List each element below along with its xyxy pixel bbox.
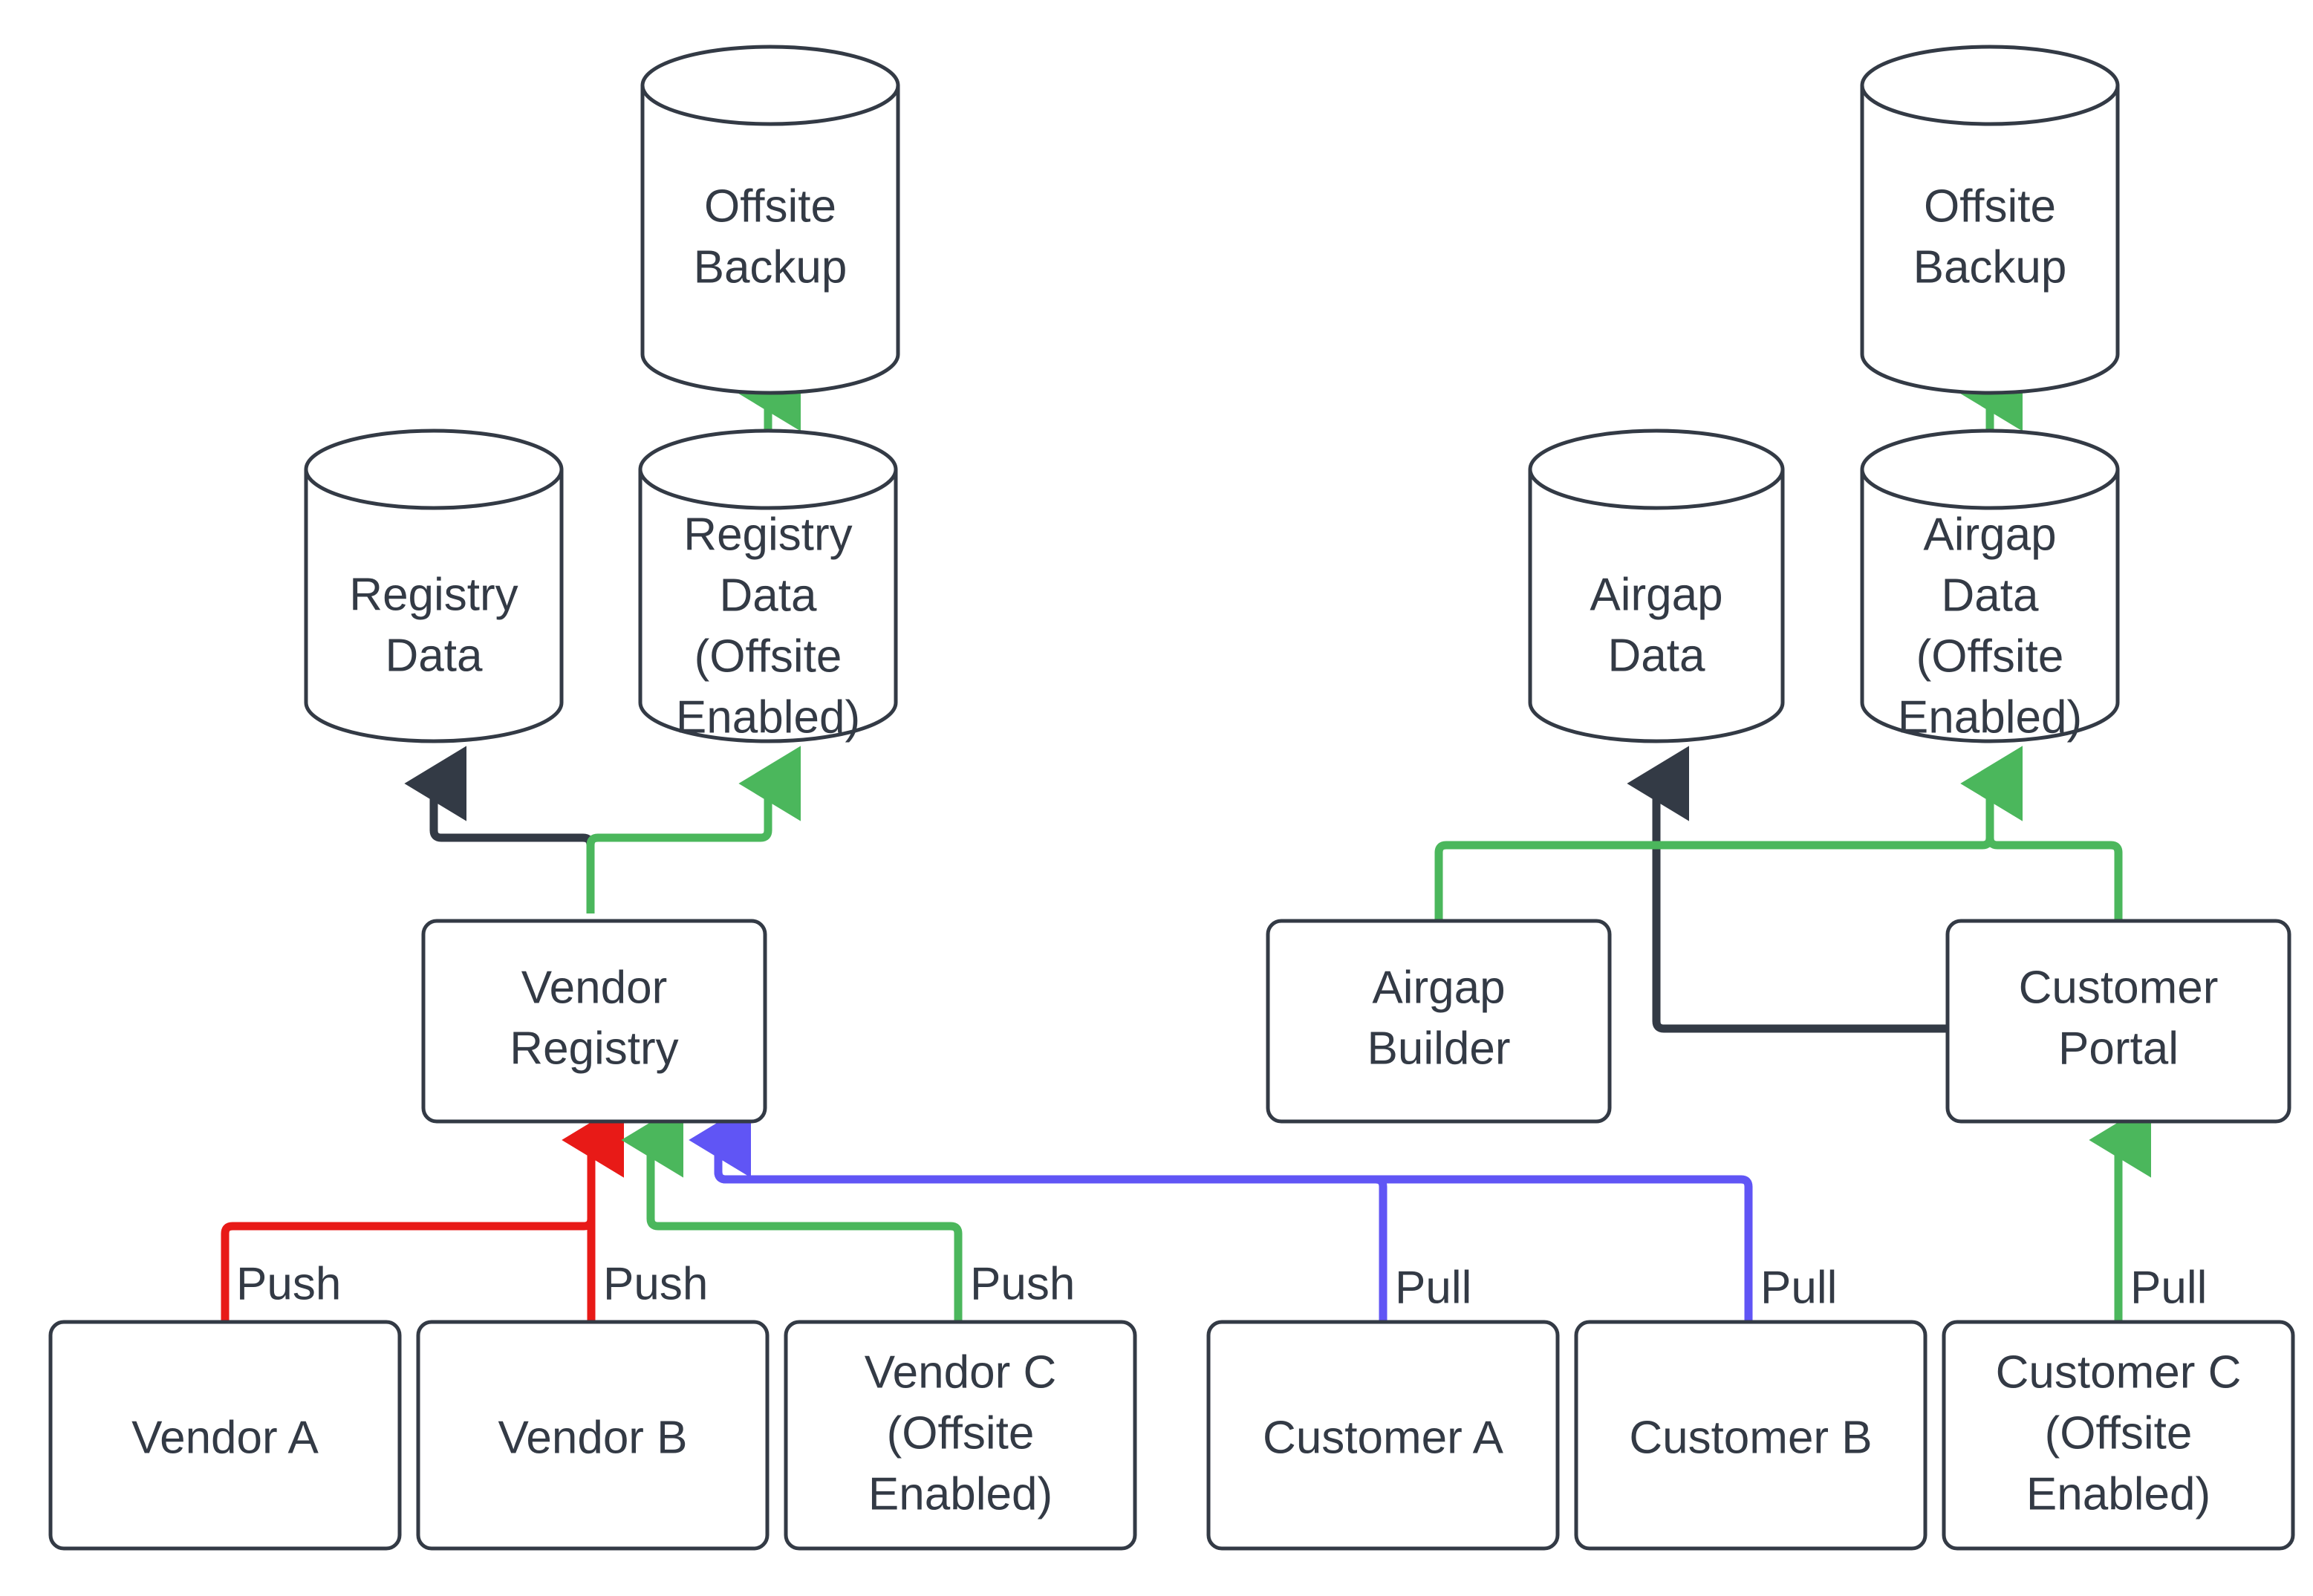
airgap-builder-line2: Builder: [1367, 1023, 1511, 1074]
customer-a-label: Customer A: [1263, 1412, 1504, 1463]
edge-label-vendor-c-push: Push: [970, 1258, 1075, 1309]
airgap-data-offsite-line2: Data: [1942, 570, 2039, 621]
registry-data-line2: Data: [386, 630, 483, 681]
vendor-c-line1: Vendor C: [865, 1346, 1057, 1398]
airgap-data-offsite-line3: (Offsite: [1916, 631, 2064, 682]
airgap-data-offsite-line4: Enabled): [1898, 691, 2082, 743]
edge-label-vendor-a-push: Push: [236, 1258, 341, 1309]
node-registry-data-offsite[interactable]: Registry Data (Offsite Enabled): [638, 429, 898, 743]
vendor-a-label: Vendor A: [131, 1412, 319, 1463]
vendor-c-line3: Enabled): [868, 1468, 1053, 1520]
edge-customer-b-pull: [689, 1102, 1753, 1322]
customer-portal-line2: Portal: [2058, 1023, 2179, 1074]
node-airgap-data[interactable]: Airgap Data: [1528, 429, 1785, 743]
registry-data-line1: Registry: [349, 569, 518, 620]
vendor-b-label: Vendor B: [498, 1412, 687, 1463]
airgap-data-line1: Airgap: [1590, 569, 1722, 620]
node-vendor-registry[interactable]: Vendor Registry: [421, 919, 767, 1124]
node-airgap-data-offsite[interactable]: Airgap Data (Offsite Enabled): [1860, 429, 2120, 743]
edge-customer-portal-to-airgap-data: [1627, 746, 1946, 1033]
registry-data-offsite-line2: Data: [720, 570, 817, 621]
offsite-backup-left-line1: Offsite: [704, 180, 836, 232]
node-vendor-a[interactable]: Vendor A: [48, 1320, 402, 1551]
vendor-registry-line2: Registry: [510, 1023, 678, 1074]
offsite-backup-left-line2: Backup: [694, 241, 848, 293]
node-vendor-b[interactable]: Vendor B: [416, 1320, 770, 1551]
node-customer-c[interactable]: Customer C (Offsite Enabled): [1942, 1320, 2295, 1551]
registry-data-offsite-line4: Enabled): [676, 691, 860, 743]
vendor-registry-line1: Vendor: [521, 962, 668, 1013]
registry-data-offsite-line3: (Offsite: [694, 631, 842, 682]
edge-customer-portal-to-airgap-data-offsite: [1960, 746, 2123, 921]
offsite-backup-right-line1: Offsite: [1924, 180, 2056, 232]
node-customer-a[interactable]: Customer A: [1206, 1320, 1560, 1551]
customer-c-line3: Enabled): [2026, 1468, 2210, 1520]
node-offsite-backup-left[interactable]: Offsite Backup: [640, 45, 900, 395]
edge-label-vendor-b-push: Push: [603, 1258, 708, 1309]
node-customer-b[interactable]: Customer B: [1574, 1320, 1928, 1551]
customer-c-line2: (Offsite: [2045, 1407, 2193, 1459]
registry-data-offsite-line1: Registry: [683, 509, 852, 560]
edge-vendor-registry-to-registry-data: [404, 746, 595, 913]
customer-b-label: Customer B: [1629, 1412, 1872, 1463]
edge-vendor-c-push: [621, 1102, 963, 1322]
airgap-builder-line1: Airgap: [1372, 962, 1505, 1013]
airgap-data-offsite-line1: Airgap: [1923, 509, 2056, 560]
edge-label-customer-a-pull: Pull: [1395, 1262, 1471, 1313]
edge-airgap-builder-to-airgap-data-offsite: [1434, 746, 2023, 921]
customer-c-line1: Customer C: [1996, 1346, 2242, 1398]
offsite-backup-right-line2: Backup: [1913, 241, 2067, 293]
node-offsite-backup-right[interactable]: Offsite Backup: [1860, 45, 2120, 395]
edge-label-customer-c-pull: Pull: [2130, 1262, 2207, 1313]
vendor-c-line2: (Offsite: [887, 1407, 1035, 1459]
airgap-data-line2: Data: [1608, 630, 1705, 681]
node-airgap-builder[interactable]: Airgap Builder: [1266, 919, 1612, 1124]
node-registry-data[interactable]: Registry Data: [304, 429, 564, 743]
node-vendor-c[interactable]: Vendor C (Offsite Enabled): [784, 1320, 1137, 1551]
edge-label-customer-b-pull: Pull: [1760, 1262, 1837, 1313]
customer-portal-line1: Customer: [2019, 962, 2219, 1013]
node-customer-portal[interactable]: Customer Portal: [1945, 919, 2291, 1124]
edge-vendor-registry-to-registry-data-offsite: [586, 746, 801, 913]
